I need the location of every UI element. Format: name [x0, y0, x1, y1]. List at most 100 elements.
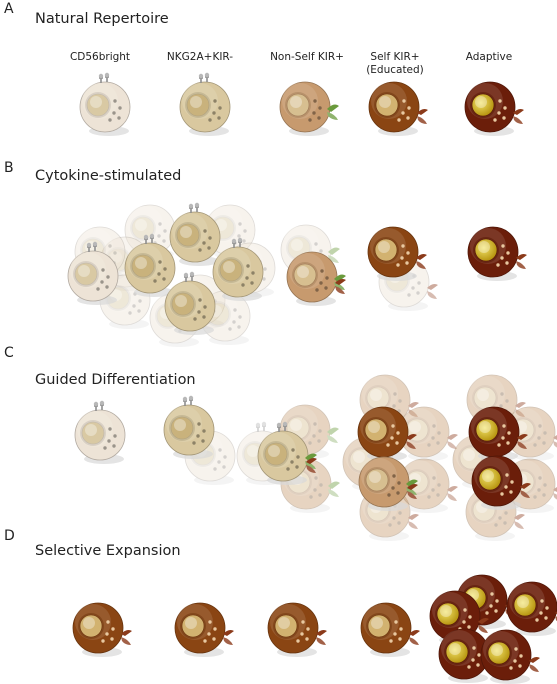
cell-nucleus	[478, 467, 502, 491]
granule	[504, 511, 508, 515]
cell-nucleus	[365, 468, 389, 492]
granule	[162, 277, 166, 281]
receptor-icon	[408, 514, 419, 520]
nk-cell-icon	[174, 602, 234, 657]
receptor-icon	[316, 630, 327, 636]
nucleus-highlight	[297, 266, 309, 278]
granule	[113, 251, 117, 255]
nucleus-highlight	[174, 419, 186, 431]
granule	[545, 606, 549, 610]
receptor-icon	[195, 206, 199, 212]
panel-title-b: Cytokine-stimulated	[35, 168, 182, 184]
cell-shadow	[109, 319, 149, 329]
cell-nucleus	[74, 262, 98, 286]
granule	[222, 465, 226, 469]
granule	[112, 444, 116, 448]
granule	[233, 308, 237, 312]
granule	[317, 116, 321, 120]
granule	[509, 490, 513, 494]
granule	[500, 492, 504, 496]
granule	[237, 234, 241, 238]
granule	[308, 118, 312, 122]
granule	[242, 239, 246, 243]
granule	[396, 431, 400, 435]
granule	[118, 106, 122, 110]
granule	[251, 271, 255, 275]
receptor-icon	[408, 409, 418, 417]
receptor-icon	[335, 286, 345, 294]
granule	[471, 658, 475, 662]
cell-nucleus	[176, 223, 200, 247]
receptor-icon	[121, 637, 131, 645]
granule	[542, 441, 546, 445]
granule	[392, 516, 396, 520]
receptor-icon	[104, 72, 110, 78]
column-label-cd56bright: CD56bright	[69, 51, 131, 63]
receptor-icon	[86, 242, 92, 248]
cell-nucleus	[375, 93, 399, 117]
granule	[291, 448, 295, 452]
granule	[202, 429, 206, 433]
receptor-icon	[328, 247, 340, 255]
granule	[232, 320, 236, 324]
nk-cell-icon	[169, 202, 221, 266]
nk-cell-icon	[124, 204, 176, 259]
granule	[106, 620, 110, 624]
column-label-self-kir-educated: Self KIR+ (Educated)	[366, 51, 424, 76]
nucleus-highlight	[110, 251, 122, 263]
granule	[153, 279, 157, 283]
granule	[105, 285, 109, 289]
granule	[309, 495, 313, 499]
granule	[397, 521, 401, 525]
granule	[238, 315, 242, 319]
granule	[138, 299, 142, 303]
granule	[163, 267, 167, 271]
granule	[202, 315, 206, 319]
granule	[416, 291, 420, 295]
nk-cell-icon	[164, 271, 216, 335]
granule	[218, 106, 222, 110]
nk-cell-icon	[360, 602, 420, 657]
nk-cell-icon	[279, 81, 339, 136]
receptor-icon	[427, 291, 437, 299]
granule	[163, 229, 167, 233]
granule	[306, 627, 310, 631]
granule	[286, 467, 290, 471]
granule	[318, 493, 322, 497]
granule	[213, 99, 217, 103]
nucleus-highlight	[190, 96, 202, 108]
receptor-icon	[514, 514, 525, 520]
granule	[243, 229, 247, 233]
column-label-non-self-kir: Non-Self KIR+	[270, 51, 344, 63]
receptor-icon	[520, 490, 530, 498]
granule	[103, 446, 107, 450]
granule	[497, 111, 501, 115]
nk-cell-icon	[267, 602, 327, 657]
nucleus-highlight	[379, 96, 391, 108]
granule	[401, 244, 405, 248]
cell-nucleus	[475, 418, 499, 442]
receptor-icon	[205, 76, 209, 82]
nucleus-highlight	[290, 96, 302, 108]
receptor-icon	[328, 489, 339, 497]
receptor-icon	[204, 72, 210, 78]
cell-shadow	[514, 503, 554, 513]
receptor-icon	[327, 112, 338, 120]
nucleus-rim	[458, 445, 484, 471]
granule	[208, 620, 212, 624]
granule	[431, 488, 435, 492]
granule	[392, 404, 396, 408]
granule	[196, 434, 200, 438]
granule	[202, 241, 206, 245]
column-label-nkg2a-kir: NKG2A+KIR-	[166, 51, 234, 63]
granule	[501, 436, 505, 440]
granule	[539, 611, 543, 615]
granule	[389, 639, 393, 643]
panel-letter-c: C	[4, 345, 14, 361]
granule	[207, 632, 211, 636]
granule	[197, 310, 201, 314]
receptor-icon	[99, 400, 105, 406]
granule	[197, 422, 201, 426]
nucleus-highlight	[135, 219, 147, 231]
